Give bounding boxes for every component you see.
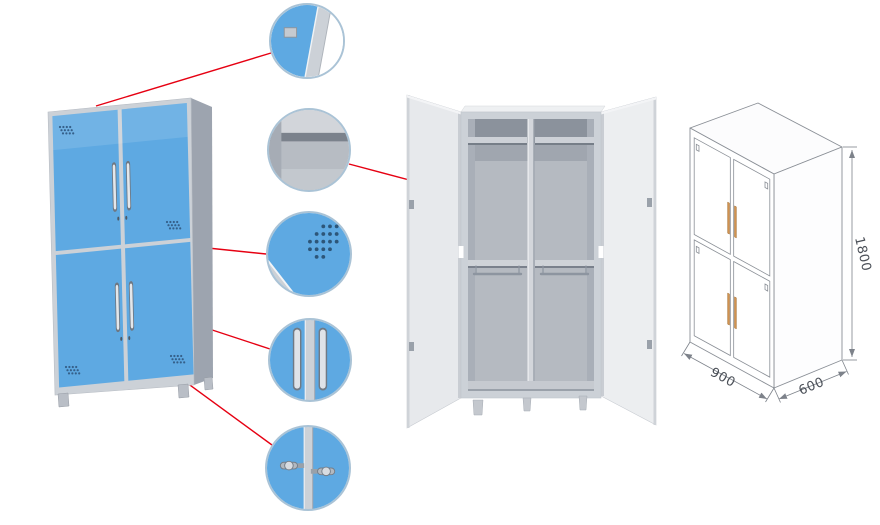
cabinet-doors <box>52 102 194 388</box>
callout-cam-locks-detail <box>265 425 351 511</box>
dimension-drawing: 1800 900 600 <box>655 90 880 430</box>
top-shelves <box>468 137 594 145</box>
mid-shelves <box>468 260 594 268</box>
wire-locks <box>696 144 767 291</box>
width-dimension-label: 900 <box>708 365 738 391</box>
hinge-bracket <box>283 27 298 38</box>
wire-front-face <box>689 127 775 389</box>
door-hinge <box>647 198 652 207</box>
dimension-annotations: 1800 900 600 <box>681 146 874 403</box>
lower-door-handles <box>114 281 135 333</box>
side-wall <box>269 110 282 190</box>
door-gap <box>305 320 315 400</box>
upper-right-door <box>121 102 191 245</box>
center-divider <box>527 119 535 391</box>
cabinet-floor <box>468 381 594 391</box>
callout-top-corner-detail <box>269 3 345 79</box>
cam-lock-right <box>310 466 336 477</box>
interior-left-wall <box>468 119 475 391</box>
closed-cabinet-view <box>30 85 230 415</box>
callout-interior-shelf-detail <box>267 108 351 192</box>
callout-door-handles-detail <box>268 318 352 402</box>
upper-door-handles <box>111 160 132 212</box>
shelf-edge <box>269 132 349 142</box>
cabinet-feet <box>472 395 588 416</box>
wire-doors <box>694 138 770 377</box>
right-open-door <box>600 96 657 426</box>
callout-vent-holes-detail <box>266 211 352 297</box>
vent-dot-grid <box>308 224 339 259</box>
left-open-door <box>406 94 462 429</box>
door-hinge <box>409 200 414 209</box>
interior-right-wall <box>587 119 594 391</box>
cam-lock-left <box>279 460 305 471</box>
door-hinge <box>647 340 652 349</box>
lower-left-door <box>55 248 125 388</box>
door-hinge <box>409 342 414 351</box>
upper-left-door <box>52 109 121 252</box>
wire-side-face <box>773 146 843 389</box>
cabinet-side-panel <box>191 98 213 385</box>
door-locks <box>117 215 131 341</box>
height-dimension-label: 1800 <box>851 235 874 273</box>
depth-dimension-label: 600 <box>797 375 827 399</box>
cabinet-top-edge <box>460 105 606 113</box>
wire-handles <box>728 202 737 329</box>
open-cabinet-view <box>395 80 665 445</box>
hanging-rods <box>472 265 590 276</box>
door-gap <box>304 427 313 509</box>
handle-pair <box>292 327 328 391</box>
